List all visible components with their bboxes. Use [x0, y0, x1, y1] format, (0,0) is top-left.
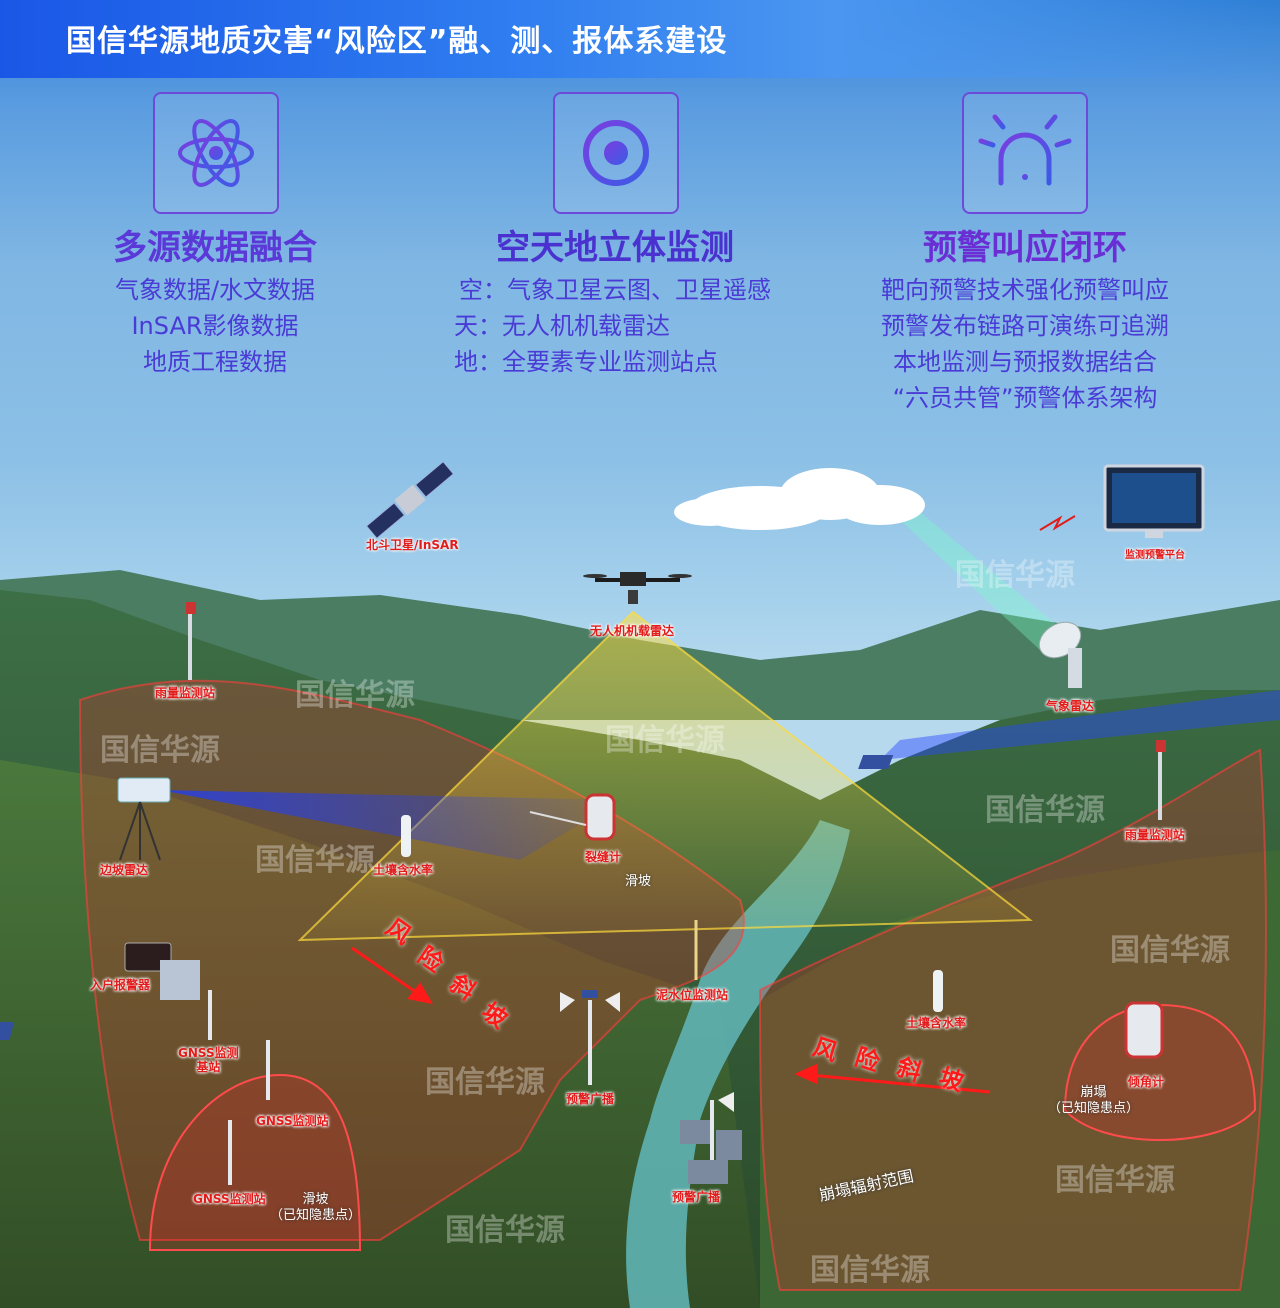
label-drone: 无人机机载雷达	[590, 624, 675, 638]
card-title-fusion: 多源数据融合	[113, 228, 317, 268]
risk-arrow-left	[351, 946, 433, 1005]
label-mud-level: 泥水位监测站	[656, 988, 729, 1002]
watermark: 国信华源	[100, 733, 220, 768]
village-buildings	[680, 1120, 742, 1184]
card-lines-warning: 靶向预警技术强化预警叫应 预警发布链路可演练可追溯 本地监测与预报数据结合 “六…	[860, 272, 1190, 416]
known-collapse-zone	[1063, 1003, 1257, 1141]
rain-gauge-icon	[186, 602, 196, 680]
label-soil-left: 土壤含水率	[373, 863, 434, 877]
label-rain-right: 雨量监测站	[1125, 828, 1186, 842]
card-line: 气象数据/水文数据	[114, 276, 316, 304]
label-known-landslide: 滑坡 （已知隐患点）	[270, 1192, 362, 1223]
label-slope-radar: 边坡雷达	[100, 863, 149, 877]
crack-meter-icon	[529, 793, 616, 841]
card-title-warning: 预警叫应闭环	[923, 228, 1127, 268]
drone-radar-beam	[297, 610, 1033, 942]
card-line: 空：气象卫星云图、卫星遥感	[459, 276, 771, 304]
gnss-station-icon	[0, 1022, 270, 1100]
watermark: 国信华源	[810, 1253, 930, 1288]
watermark: 国信华源	[1110, 933, 1230, 968]
label-crack: 裂缝计	[585, 850, 622, 864]
card-line: 靶向预警技术强化预警叫应	[881, 276, 1169, 304]
card-title-monitoring: 空天地立体监测	[496, 228, 734, 268]
label-landslide: 滑坡	[625, 874, 652, 889]
watermark: 国信华源	[1055, 1163, 1175, 1198]
watermark: 国信华源	[605, 723, 725, 758]
signal-icon	[1039, 515, 1076, 531]
label-rain-left: 雨量监测站	[155, 686, 216, 700]
soil-sensor-icon	[933, 970, 943, 1012]
label-tilt: 倾角计	[1128, 1075, 1165, 1089]
river	[626, 820, 850, 1308]
home-alarm-icon	[124, 942, 200, 1000]
right-slope	[760, 850, 1280, 1308]
watermark: 国信华源	[425, 1065, 545, 1100]
watermark: 国信华源	[255, 843, 375, 878]
tilt-meter-icon	[1124, 1001, 1164, 1059]
monitor-icon	[1103, 464, 1205, 538]
card-line: 天：无人机机载雷达	[454, 312, 670, 340]
label-gnss-2: GNSS监测站	[193, 1192, 266, 1206]
alarm-light-icon	[962, 92, 1088, 214]
platform-link-beam	[900, 512, 1075, 650]
page-title: 国信华源地质灾害“风险区”融、测、报体系建设	[66, 24, 728, 59]
card-line: 本地监测与预报数据结合	[893, 348, 1157, 376]
label-platform: 监测预警平台	[1125, 550, 1185, 561]
title-bar	[0, 0, 1280, 78]
watermark: 国信华源	[445, 1213, 565, 1248]
atom-icon	[153, 92, 279, 214]
clouds	[674, 468, 925, 530]
label-satellite: 北斗卫星/InSAR	[366, 538, 459, 552]
watermark: 国信华源	[985, 793, 1105, 828]
label-gnss-1: GNSS监测站	[256, 1114, 329, 1128]
card-line: InSAR影像数据	[131, 312, 299, 340]
watermark: 国信华源	[955, 558, 1075, 593]
broadcast-icon	[560, 990, 620, 1085]
label-collapse: 崩塌 （已知隐患点）	[1048, 1085, 1140, 1116]
label-broadcast-1: 预警广播	[566, 1092, 615, 1106]
card-line: “六员共管”预警体系架构	[892, 384, 1158, 412]
label-soil-right: 土壤含水率	[906, 1016, 967, 1030]
rain-gauge-icon	[858, 740, 1166, 820]
label-weather-radar: 气象雷达	[1046, 699, 1095, 713]
watermark: 国信华源	[295, 678, 415, 713]
satellite-icon	[365, 461, 455, 539]
card-line: 地：全要素专业监测站点	[454, 348, 718, 376]
gnss-station-icon	[228, 1120, 232, 1185]
drone-icon	[583, 572, 692, 604]
card-lines-fusion: 气象数据/水文数据 InSAR影像数据 地质工程数据	[80, 272, 350, 380]
gnss-station-icon	[208, 990, 212, 1040]
target-icon	[553, 92, 679, 214]
card-line: 地质工程数据	[143, 348, 287, 376]
label-home-alarm: 入户报警器	[90, 978, 151, 992]
card-lines-monitoring: 空：气象卫星云图、卫星遥感 天：无人机机载雷达 地：全要素专业监测站点	[430, 272, 800, 380]
card-line: 预警发布链路可演练可追溯	[881, 312, 1169, 340]
known-landslide-zone	[148, 1073, 362, 1251]
slope-radar-beam	[160, 790, 620, 860]
risk-arrow-right	[794, 1063, 991, 1094]
left-slope	[0, 760, 760, 1308]
weather-radar-icon	[1038, 621, 1082, 688]
label-broadcast-2: 预警广播	[672, 1190, 721, 1204]
slope-radar-icon	[117, 777, 171, 861]
weather-radar-beam	[880, 690, 1280, 760]
soil-sensor-icon	[401, 815, 411, 857]
label-gnss-base: GNSS监测 基站	[178, 1046, 239, 1074]
